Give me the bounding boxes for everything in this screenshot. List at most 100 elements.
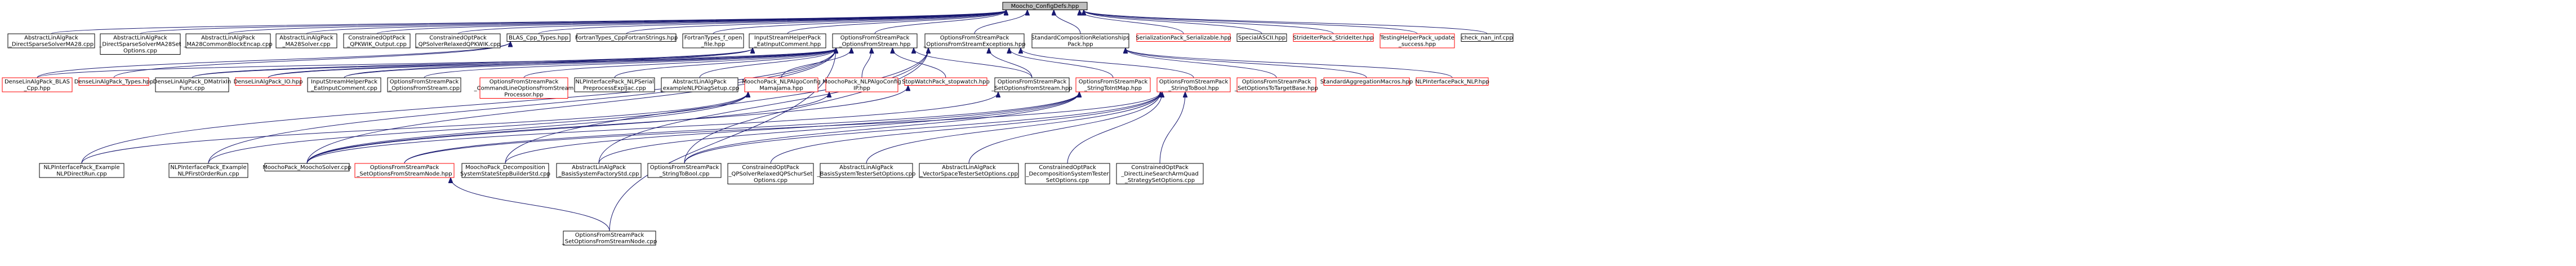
node-abstractlinalgpack-ma28commonblockencap-cpp[interactable]: AbstractLinAlgPack_MA28CommonBlockEncap.… [183, 33, 273, 48]
node-label-line: Options.cpp [754, 178, 788, 184]
edge-c4-to-b14 [404, 92, 1079, 164]
node-label-line: _StringToIntMap.hpp [1084, 86, 1142, 92]
node-label-line: BLAS_Cpp_Types.hpp [509, 35, 568, 41]
edge-a3-to-root [228, 11, 1006, 34]
node-constrainedoptpack-qpsolverrelaxedqpkwik-cpp[interactable]: ConstrainedOptPack_QPSolverRelaxedQPKWIK… [415, 33, 501, 48]
node-denselinalgpack-types-hpp[interactable]: DenseLinAlgPack_Types.hpp [74, 77, 154, 86]
node-serializationpack-serializable-hpp[interactable]: SerializationPack_Serializable.hpp [1136, 33, 1231, 42]
node-label-line: MoochoPack_MoochoSolver.cpp [263, 165, 352, 171]
node-optionsfromstreampack-optionsfromstream-hpp[interactable]: OptionsFromStreamPack_OptionsFromStream.… [832, 33, 918, 48]
node-stopwatchpack-stopwatch-hpp[interactable]: StopWatchPack_stopwatch.hpp [902, 77, 990, 86]
node-optionsfromstreampack-setoptionstotargetbase-hpp[interactable]: OptionsFromStreamPack_SetOptionsToTarget… [1234, 77, 1318, 92]
edge-a2-to-root [140, 11, 1006, 34]
node-inputstreamhelperpack-eatinputcomment-cpp[interactable]: InputStreamHelperPack_EatInputComment.cp… [307, 77, 381, 92]
node-box [100, 33, 181, 55]
node-constrainedoptpack-directlinesearcharmquad-strategysetoptions-cpp[interactable]: ConstrainedOptPack_DirectLineSearchArmQu… [1116, 163, 1204, 184]
node-label-line: DenseLinAlgPack_Types.hpp [74, 79, 154, 85]
edge-b18-to-a13 [1125, 48, 1453, 78]
node-nlpinterfacepack-examplenlpfirstorderrun-cpp[interactable]: NLPInterfacePack_ExampleNLPFirstOrderRun… [168, 163, 248, 178]
node-optionsfromstreampack-setoptionsfromstreamnode-cpp[interactable]: OptionsFromStreamPack_SetOptionsFromStre… [562, 230, 657, 246]
node-label-line: _BasisSystemTesterSetOptions.cpp [817, 171, 916, 178]
edge-b5-to-a11 [344, 48, 836, 78]
edge-c6-to-a12 [598, 48, 928, 164]
node-label-line: _StrategySetOptions.cpp [1124, 178, 1195, 184]
node-label-line: ConstrainedOptPack [1039, 165, 1096, 171]
node-denselinalgpack-io-hpp[interactable]: DenseLinAlgPack_IO.hpp [234, 77, 303, 86]
node-inputstreamhelperpack-eatinputcomment-hpp[interactable]: InputStreamHelperPack_EatInputComment.hp… [749, 33, 826, 48]
node-abstractlinalgpack-basissystemtestersetoptions-cpp[interactable]: AbstractLinAlgPack_BasisSystemTesterSetO… [817, 163, 916, 178]
node-label-line: _DirectLineSearchArmQuad [1120, 171, 1198, 178]
node-testinghelperpack-update-success-hpp[interactable]: TestingHelperPack_update_success.hpp [1380, 33, 1455, 48]
node-label-line: _DecompositionSystemTester [1025, 171, 1109, 178]
node-moochopack-moochosolver-cpp[interactable]: MoochoPack_MoochoSolver.cpp [263, 163, 352, 171]
node-abstractlinalgpack-examplenlpdiagsetup-cpp[interactable]: AbstractLinAlgPack_exampleNLPDiagSetup.c… [660, 77, 740, 92]
node-box [1136, 33, 1231, 42]
node-standardaggregationmacros-hpp[interactable]: StandardAggregationMacros.hpp [1320, 77, 1413, 86]
node-label-line: AbstractLinAlgPack [839, 165, 893, 171]
node-abstractlinalgpack-ma28solver-cpp[interactable]: AbstractLinAlgPack_MA28Solver.cpp [275, 33, 337, 48]
node-label-line: DenseLinAlgPack_BLAS [5, 79, 70, 85]
node-box [563, 230, 656, 246]
node-box [574, 77, 655, 92]
node-denselinalgpack-blas-cpp-hpp[interactable]: DenseLinAlgPack_BLAS_Cpp.hpp [2, 77, 73, 92]
node-constrainedoptpack-qpsolverrelaxedqpschursetoptions-cpp[interactable]: ConstrainedOptPack_QPSolverRelaxedQPSchu… [727, 163, 814, 184]
edge-b14-to-a12 [1009, 48, 1114, 78]
node-strideiterpack-strideiter-hpp[interactable]: StrideIterPack_StrideIter.hpp [1293, 33, 1374, 42]
node-check-nan-inf-cpp[interactable]: check_nan_inf.cpp [1461, 33, 1514, 42]
node-box [1380, 33, 1455, 48]
edge-c11-to-b15 [1067, 92, 1162, 164]
node-label-line: NLPDirectRun.cpp [56, 171, 107, 178]
node-fortrantypes-f-open-file-hpp[interactable]: FortranTypes_f_open_file.hpp [682, 33, 744, 48]
node-box [275, 33, 337, 48]
node-optionsfromstreampack-optionsfromstreamexceptions-hpp[interactable]: OptionsFromStreamPack_OptionsFromStreamE… [923, 33, 1026, 48]
node-label-line: _CommandLineOptionsFromStream [474, 86, 574, 92]
node-box [479, 77, 568, 99]
node-optionsfromstreampack-setoptionsfromstream-hpp[interactable]: OptionsFromStreamPack_SetOptionsFromStre… [991, 77, 1073, 92]
node-label-line: _SetOptionsToTargetBase.hpp [1234, 86, 1318, 92]
node-optionsfromstreampack-stringtointmap-hpp[interactable]: OptionsFromStreamPack_StringToIntMap.hpp [1075, 77, 1151, 92]
node-label-line: Func.cpp [180, 86, 205, 92]
node-label-line: _QPSolverRelaxedQPSchurSet [728, 171, 813, 178]
node-optionsfromstreampack-commandlineoptionsfromstreamprocessor-hpp[interactable]: OptionsFromStreamPack_CommandLineOptions… [474, 77, 574, 99]
node-label-line: Options.cpp [123, 48, 157, 54]
node-nlpinterfacepack-nlp-hpp[interactable]: NLPInterfacePack_NLP.hpp [1415, 77, 1489, 86]
edge-a10-to-root [787, 11, 1006, 34]
node-abstractlinalgpack-directsparsesolverma28-cpp[interactable]: AbstractLinAlgPack_DirectSparseSolverMA2… [7, 33, 95, 48]
node-box [1025, 163, 1110, 184]
node-specialascii-hpp[interactable]: SpecialASCII.hpp [1236, 33, 1287, 42]
node-constrainedoptpack-qpkwik-output-cpp[interactable]: ConstrainedOptPack_QPKWIK_Output.cpp [343, 33, 411, 48]
node-label-line: _StringToBool.cpp [659, 171, 710, 178]
node-label-line: _DirectSparseSolverMA28Set [99, 42, 181, 48]
edge-c3-to-a11 [306, 48, 836, 164]
node-label-line: _file.hpp [701, 42, 725, 48]
node-abstractlinalgpack-basissystemfactorystd-cpp[interactable]: AbstractLinAlgPack_BasisSystemFactoryStd… [556, 163, 642, 178]
node-nlpinterfacepack-nlpserialpreprocessexpljac-cpp[interactable]: NLPInterfacePack_NLPSerialPreprocessExpl… [574, 77, 655, 92]
node-label-line: ConstrainedOptPack [348, 35, 406, 41]
node-label-line: NLPInterfacePack_NLP.hpp [1415, 79, 1489, 85]
edge-c1-to-b10 [81, 92, 748, 164]
node-label-line: InputStreamHelperPack [311, 79, 377, 85]
edge-a15-to-root [1084, 11, 1262, 34]
node-optionsfromstreampack-optionsfromstream-cpp[interactable]: OptionsFromStreamPack_OptionsFromStream.… [387, 77, 461, 92]
node-optionsfromstreampack-stringtobool-cpp[interactable]: OptionsFromStreamPack_StringToBool.cpp [647, 163, 722, 178]
node-abstractlinalgpack-vectorspacetestersetoptions-cpp[interactable]: AbstractLinAlgPack_VectorSpaceTesterSetO… [919, 163, 1019, 178]
node-blas-cpp-types-hpp[interactable]: BLAS_Cpp_Types.hpp [506, 33, 571, 42]
node-box [1236, 77, 1316, 92]
node-label-line: FortranTypes_f_open [684, 35, 742, 41]
node-label-line: MoochoPack_NLPAlgoConfig [742, 79, 820, 85]
node-label-line: _SetOptionsFromStreamNode.cpp [562, 239, 657, 245]
node-constrainedoptpack-decompositionsystemtestersetoptions-cpp[interactable]: ConstrainedOptPack_DecompositionSystemTe… [1025, 163, 1110, 184]
node-label-line: _BasisSystemFactoryStd.cpp [558, 171, 639, 178]
node-optionsfromstreampack-setoptionsfromstreamnode-hpp[interactable]: OptionsFromStreamPack_SetOptionsFromStre… [354, 163, 455, 178]
node-box [904, 77, 987, 86]
node-fortrantypes-cppfortranstrings-hpp[interactable]: FortranTypes_CppFortranStrings.hpp [575, 33, 678, 42]
node-optionsfromstreampack-stringtobool-hpp[interactable]: OptionsFromStreamPack_StringToBool.hpp [1156, 77, 1231, 92]
node-moochopack-decompositionsystemstatestepbuilderstd-cpp[interactable]: MoochoPack_DecompositionSystemStateStepB… [460, 163, 550, 178]
node-abstractlinalgpack-directsparsesolverma28setoptions-cpp[interactable]: AbstractLinAlgPack_DirectSparseSolverMA2… [99, 33, 181, 55]
